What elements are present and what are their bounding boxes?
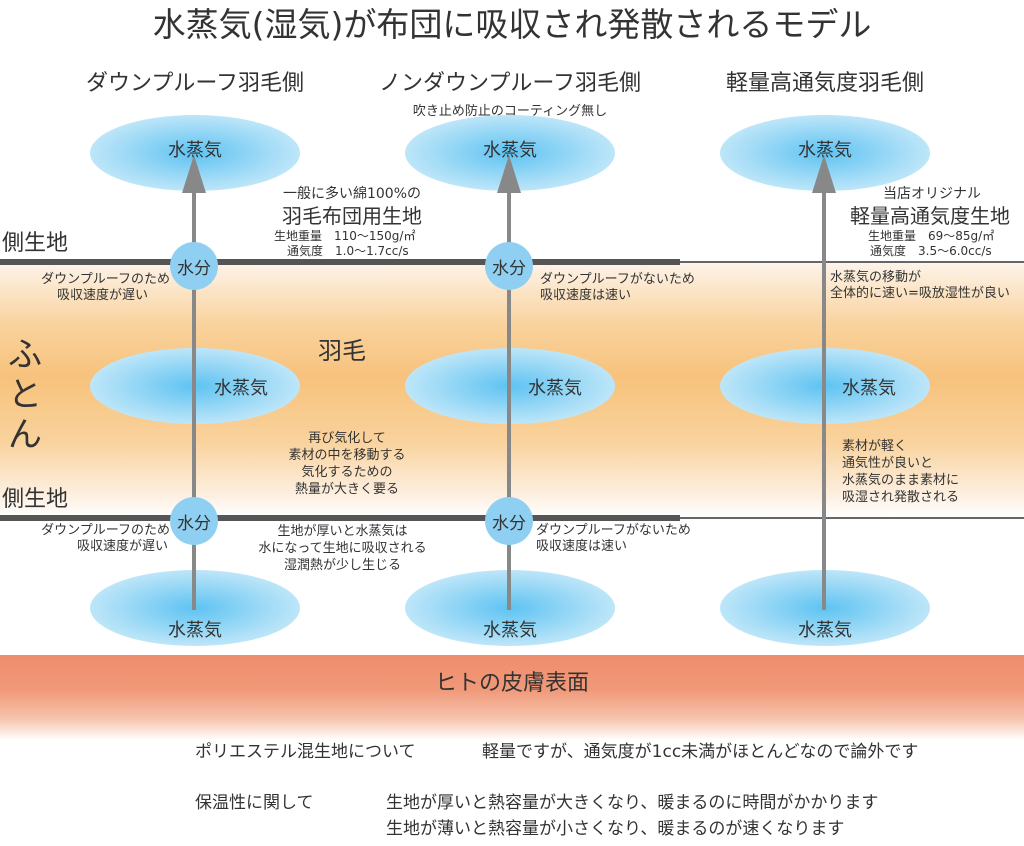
fabric-original-weight: 生地重量 69〜85g/㎡ [868,229,995,243]
moisture-badge: 水分 [170,242,218,290]
footer-warm-line-1: 生地が厚いと熱容量が大きくなり、暖まるのに時間がかかります [386,793,879,813]
column-heading-downproof: ダウンプルーフ羽毛側 [85,71,305,96]
top-fabric-line-thin [680,261,1024,263]
footer-poly-label: ポリエステル混生地について [195,742,416,762]
skin-layer [0,655,1024,740]
note-downproof-top: ダウンプルーフのため吸収速度が遅い [41,272,170,304]
moisture-badge: 水分 [485,242,533,290]
side-fabric-label-bottom: 側生地 [2,487,69,512]
note-middle: 再び気化して素材の中を移動する気化するための熱量が大きく要る [288,431,406,497]
footer-warm-label: 保温性に関して [195,793,314,813]
fabric-original-name: 軽量高通気度生地 [850,204,1010,228]
vapor-label: 水蒸気 [528,378,582,399]
fabric-common-weight: 生地重量 110〜150g/㎡ [274,229,416,243]
footer-poly-text: 軽量ですが、通気度が1cc未満がほとんどなので論外です [482,742,919,762]
arrow-shaft [507,190,511,610]
futon-label: ふとん [8,335,42,455]
moisture-badge: 水分 [170,497,218,545]
vapor-label: 水蒸気 [798,620,852,641]
arrow-up-icon [812,155,836,193]
top-fabric-line [0,259,680,265]
note-non-downproof-bottom: ダウンプルーフがないため吸収速度は速い [536,523,691,555]
fabric-common-intro: 一般に多い綿100%の [282,186,422,202]
vapor-label: 水蒸気 [483,140,537,161]
column-subheading: 吹き止め防止のコーティング無し [412,104,608,119]
arrow-shaft [192,190,196,610]
vapor-label: 水蒸気 [214,378,268,399]
vapor-label: 水蒸気 [168,140,222,161]
fabric-common-name: 羽毛布団用生地 [282,204,422,228]
note-lightweight-middle: 素材が軽く通気性が良いと水蒸気のまま素材に吸湿され発散される [842,439,960,505]
arrow-shaft [822,190,826,610]
note-non-downproof-top: ダウンプルーフがないため吸収速度は速い [540,272,695,304]
column-heading-lightweight: 軽量高通気度羽毛側 [725,71,924,96]
note-lightweight-top: 水蒸気の移動が全体的に速い=吸放湿性が良い [830,270,1010,302]
fabric-original-intro: 当店オリジナル [883,186,981,202]
vapor-label: 水蒸気 [168,620,222,641]
side-fabric-label-top: 側生地 [2,231,69,256]
note-bottom-middle: 生地が厚いと水蒸気は水になって生地に吸収される湿潤熱が少し生じる [258,524,427,573]
footer-warm-line-2: 生地が薄いと熱容量が小さくなり、暖まるのが速くなります [386,819,845,839]
fabric-original-air: 通気度 3.5〜6.0cc/s [870,244,992,258]
vapor-label: 水蒸気 [842,378,896,399]
down-label: 羽毛 [318,337,366,365]
vapor-label: 水蒸気 [483,620,537,641]
vapor-label: 水蒸気 [798,140,852,161]
fabric-common-air: 通気度 1.0〜1.7cc/s [287,244,409,258]
page-title: 水蒸気(湿気)が布団に吸収され発散されるモデル [152,5,872,44]
skin-label: ヒトの皮膚表面 [434,671,589,696]
bottom-fabric-line [0,515,680,521]
bottom-fabric-line-thin [680,517,1024,519]
column-heading-non-downproof: ノンダウンプルーフ羽毛側 [378,71,642,96]
moisture-badge: 水分 [485,497,533,545]
arrow-up-icon [182,155,206,193]
note-downproof-bottom: ダウンプルーフのため吸収速度が遅い [41,523,170,555]
arrow-up-icon [497,155,521,193]
